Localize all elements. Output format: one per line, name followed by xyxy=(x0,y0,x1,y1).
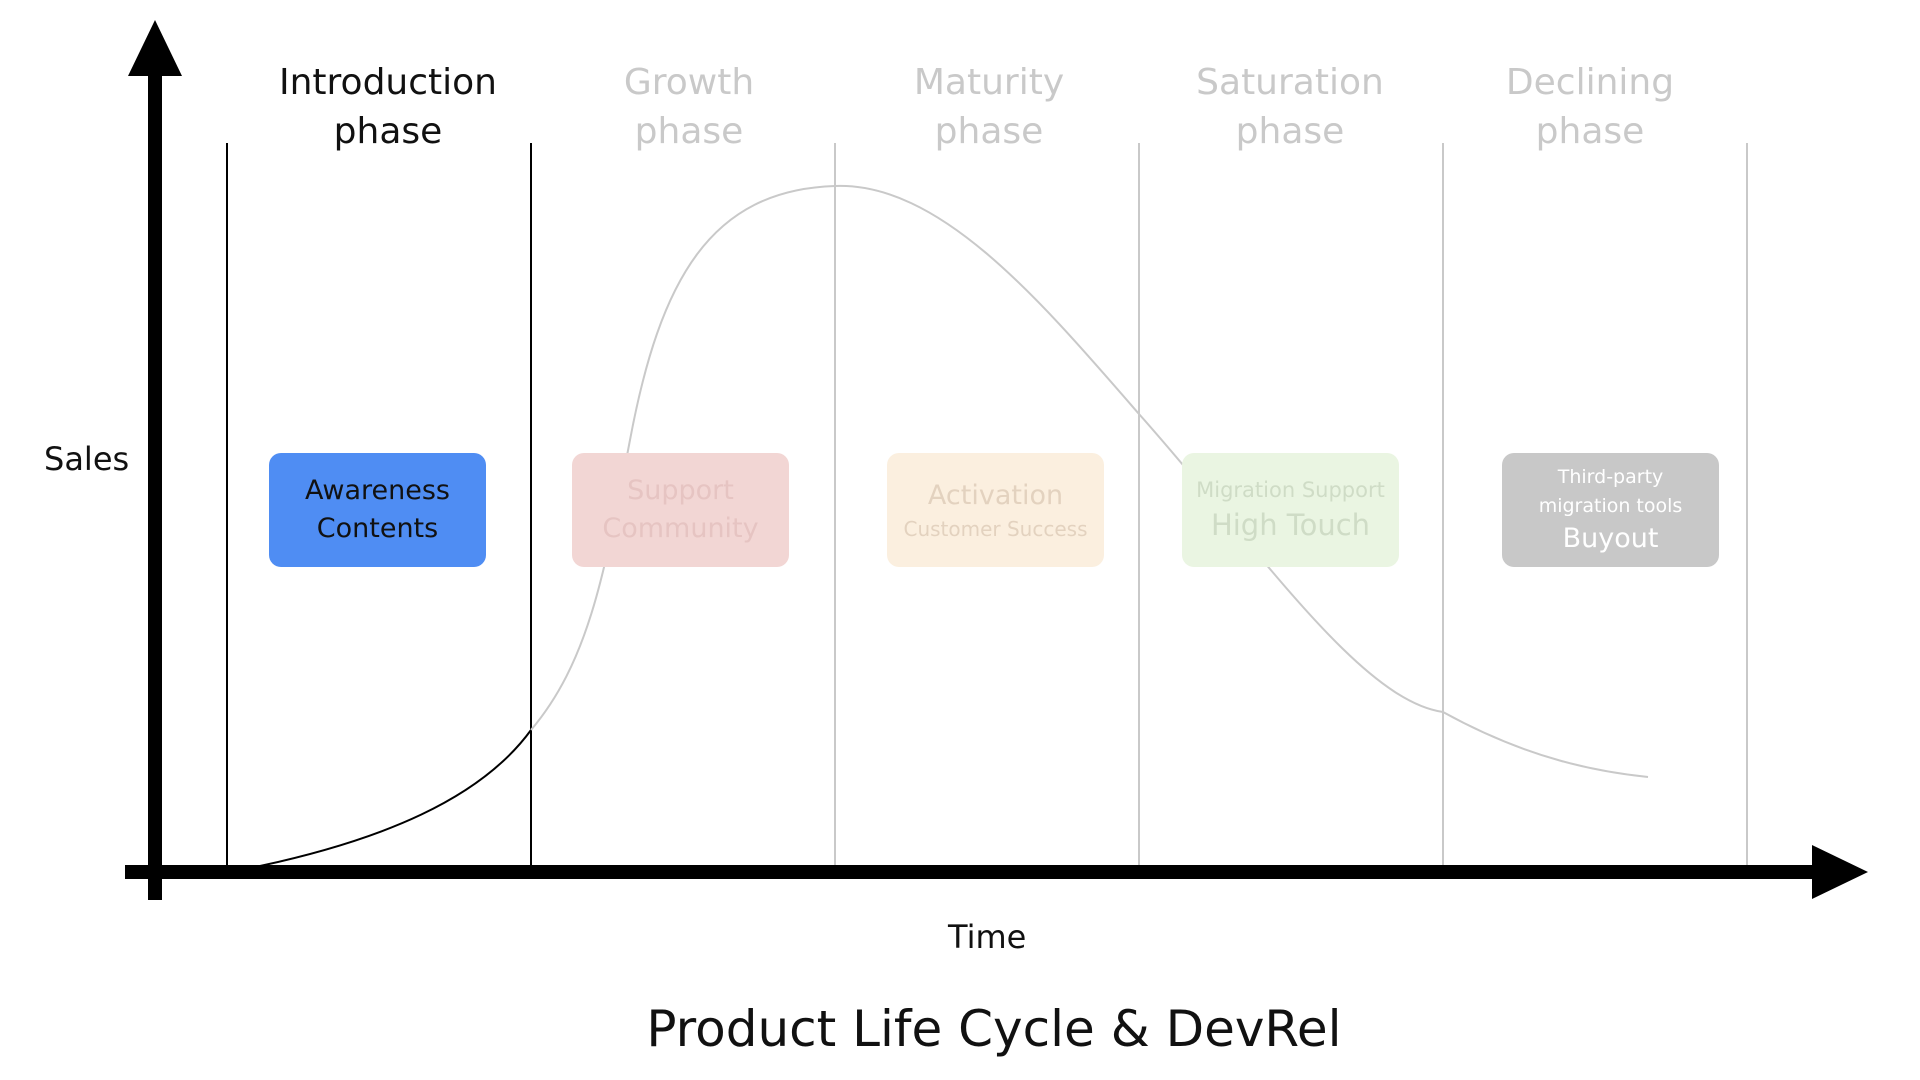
phase-title-line: Declining xyxy=(1505,62,1675,103)
phase-title-line: phase xyxy=(934,111,1044,152)
phase-title-line: phase xyxy=(634,111,744,152)
phase-title-line: phase xyxy=(1235,111,1345,152)
sales-curve-introduction xyxy=(259,729,532,867)
box-support-community: Support Community xyxy=(572,453,789,567)
phase-title-growth: Growth phase xyxy=(539,58,839,156)
phase-title-maturity: Maturity phase xyxy=(839,58,1139,156)
x-axis-label: Time xyxy=(948,918,1027,956)
page-title: Product Life Cycle & DevRel xyxy=(646,1000,1342,1058)
box-label: Community xyxy=(602,513,759,544)
box-label: Buyout xyxy=(1562,523,1659,554)
phase-title-saturation: Saturation phase xyxy=(1140,58,1440,156)
box-label: Contents xyxy=(316,513,439,544)
phase-title-line: Introduction xyxy=(278,62,497,103)
box-label: migration tools xyxy=(1538,495,1683,517)
box-label: Activation xyxy=(927,480,1064,511)
box-awareness-contents: Awareness Contents xyxy=(269,453,486,567)
box-label: Customer Success xyxy=(903,517,1088,541)
phase-title-line: phase xyxy=(1535,111,1645,152)
box-label: Support xyxy=(627,475,734,506)
box-label: Migration Support xyxy=(1196,478,1385,502)
phase-title-declining: Declining phase xyxy=(1440,58,1740,156)
phase-title-line: Maturity xyxy=(913,62,1065,103)
y-axis-label: Sales xyxy=(44,440,130,478)
box-label: Awareness xyxy=(305,475,450,506)
phase-title-introduction: Introduction phase xyxy=(238,58,538,156)
y-axis-arrowhead xyxy=(128,20,182,76)
x-axis-arrowhead xyxy=(1812,845,1868,899)
phase-title-line: phase xyxy=(333,111,443,152)
phase-title-line: Saturation xyxy=(1196,62,1384,103)
box-activation-customer-success: Activation Customer Success xyxy=(887,453,1104,567)
phase-title-line: Growth xyxy=(623,62,755,103)
box-label: Third-party xyxy=(1557,466,1664,488)
box-migration-support-high-touch: Migration Support High Touch xyxy=(1182,453,1399,567)
box-label: High Touch xyxy=(1210,508,1371,542)
box-buyout: Third-party migration tools Buyout xyxy=(1502,453,1719,567)
